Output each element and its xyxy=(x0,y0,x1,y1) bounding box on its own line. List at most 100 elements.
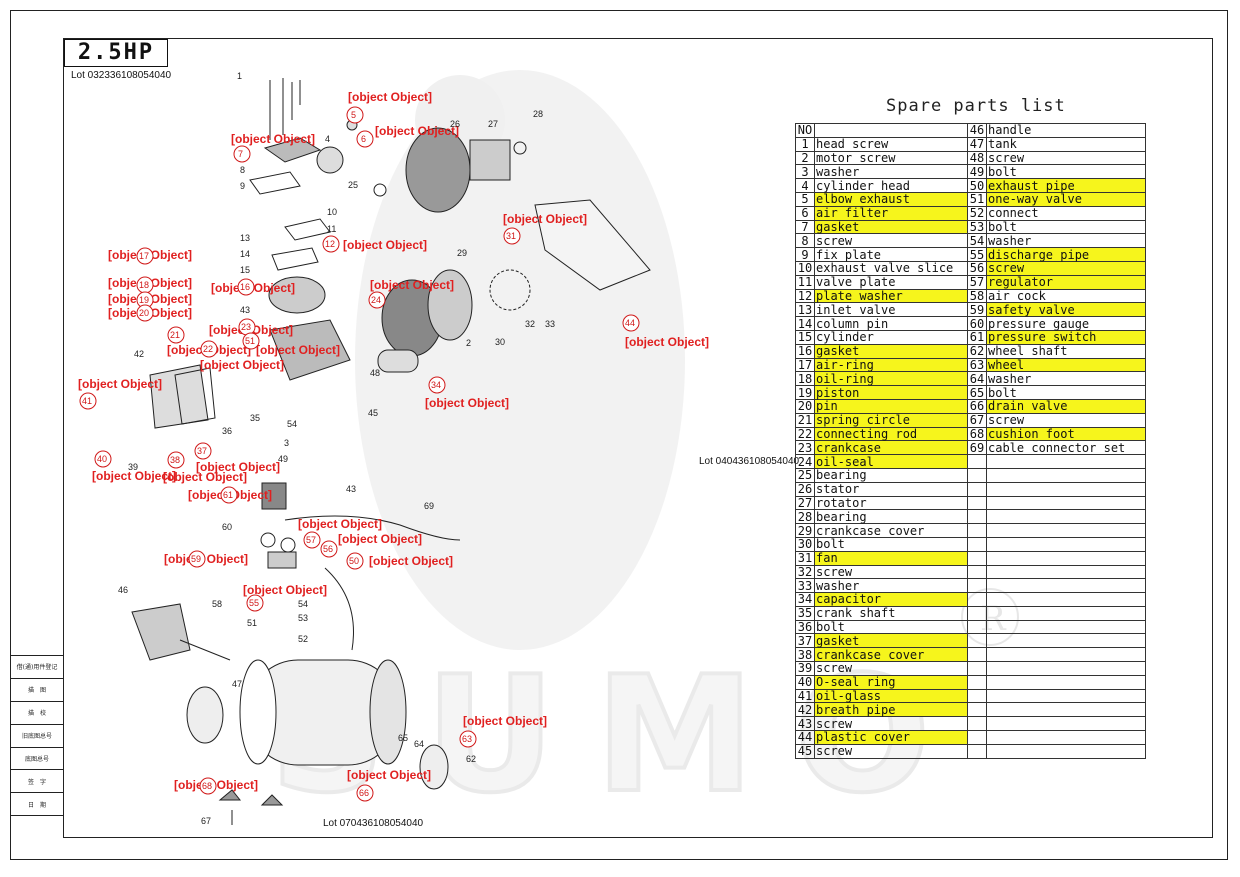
callout-circle xyxy=(167,451,185,469)
callout-circle xyxy=(368,291,386,309)
part-number: 25 xyxy=(348,180,358,190)
parts-drawing xyxy=(131,78,651,825)
part-name: screw xyxy=(814,233,968,249)
callout-number: 57 xyxy=(306,535,316,545)
part-no xyxy=(967,605,987,621)
part-name: elbow exhaust xyxy=(814,191,968,207)
callout-number: 19 xyxy=(139,295,149,305)
part-name xyxy=(986,688,1146,704)
part-name xyxy=(986,716,1146,732)
part-number: 51 xyxy=(247,618,257,628)
part-name: screw xyxy=(986,412,1146,428)
part-number: 1 xyxy=(237,71,242,81)
part-no: 61 xyxy=(967,329,987,345)
part-no: 17 xyxy=(795,357,815,373)
part-no: 53 xyxy=(967,219,987,235)
part-name: pin xyxy=(814,398,968,414)
part-no xyxy=(967,619,987,635)
part-number: 27 xyxy=(488,119,498,129)
part-name xyxy=(986,495,1146,511)
callout-number: 18 xyxy=(139,280,149,290)
part-no xyxy=(967,467,987,483)
part-name: wheel shaft xyxy=(986,343,1146,359)
part-no: 55 xyxy=(967,247,987,262)
part-name: plastic cover xyxy=(814,730,968,745)
callout-number: 6 xyxy=(361,134,366,144)
callout-circle xyxy=(188,550,206,568)
part-name: bolt xyxy=(814,536,968,552)
part-no: 66 xyxy=(967,398,987,414)
callout-number: 50 xyxy=(349,556,359,566)
price-label: [object Object] xyxy=(503,212,587,226)
part-name xyxy=(986,702,1146,718)
part-name: inlet valve xyxy=(814,302,968,318)
drawing-frame-outer xyxy=(10,10,1228,860)
part-number: 33 xyxy=(545,319,555,329)
side-label: 日 期 xyxy=(11,793,63,817)
part-no: 52 xyxy=(967,205,987,221)
price-label: [object Object] xyxy=(92,469,176,483)
part-name xyxy=(986,550,1146,566)
circled-callouts: 5 6 7 12 17 18 19 20 16 21 23 51 22 24 3… xyxy=(79,106,640,802)
part-number: 30 xyxy=(495,337,505,347)
part-no: 23 xyxy=(795,440,815,456)
part-number: 43 xyxy=(240,305,250,315)
part-name: washer xyxy=(814,164,968,180)
side-label: 描 校 xyxy=(11,702,63,725)
part-name: fix plate xyxy=(814,247,968,262)
part-name: exhaust valve slice xyxy=(814,260,968,276)
lot-label-1: Lot 032336108054040 xyxy=(71,70,172,81)
part-number: 58 xyxy=(212,599,222,609)
part-no xyxy=(967,495,987,511)
part-name xyxy=(986,578,1146,594)
part-name: gasket xyxy=(814,633,968,649)
callout-circle xyxy=(237,278,255,296)
part-number: 15 xyxy=(240,265,250,275)
price-label: [object Object] xyxy=(256,343,340,357)
part-name xyxy=(986,633,1146,649)
part-name: regulator xyxy=(986,274,1146,290)
part-no: 43 xyxy=(795,716,815,732)
callout-circle xyxy=(320,540,338,558)
part-name: washer xyxy=(814,578,968,594)
part-no: 49 xyxy=(967,164,987,180)
part-name: bolt xyxy=(814,619,968,635)
part-name: screw xyxy=(986,150,1146,166)
callout-number: 5 xyxy=(351,110,356,120)
price-label: [object Object] xyxy=(200,358,284,372)
callout-circle xyxy=(503,227,521,245)
part-no: 35 xyxy=(795,605,815,621)
part-name: valve plate xyxy=(814,274,968,290)
price-label: [object Object] xyxy=(231,132,315,146)
part-no xyxy=(967,716,987,732)
part-name: cable connector set xyxy=(986,440,1146,456)
callout-circle xyxy=(428,376,446,394)
part-number: 64 xyxy=(414,739,424,749)
part-name: drain valve xyxy=(986,398,1146,414)
price-label: [object Object] xyxy=(347,768,431,782)
part-no xyxy=(967,550,987,566)
part-no: 15 xyxy=(795,329,815,345)
part-number: 67 xyxy=(201,816,211,826)
callout-number: 23 xyxy=(241,322,251,332)
title-block-side: 借(通)用件登记 描 图 描 校 旧底图总号 底图总号 签 字 日 期 xyxy=(11,655,63,839)
callout-number: 59 xyxy=(191,554,201,564)
part-number: 62 xyxy=(466,754,476,764)
part-name xyxy=(986,509,1146,525)
part-number: 13 xyxy=(240,233,250,243)
price-label: [object Object] xyxy=(243,583,327,597)
